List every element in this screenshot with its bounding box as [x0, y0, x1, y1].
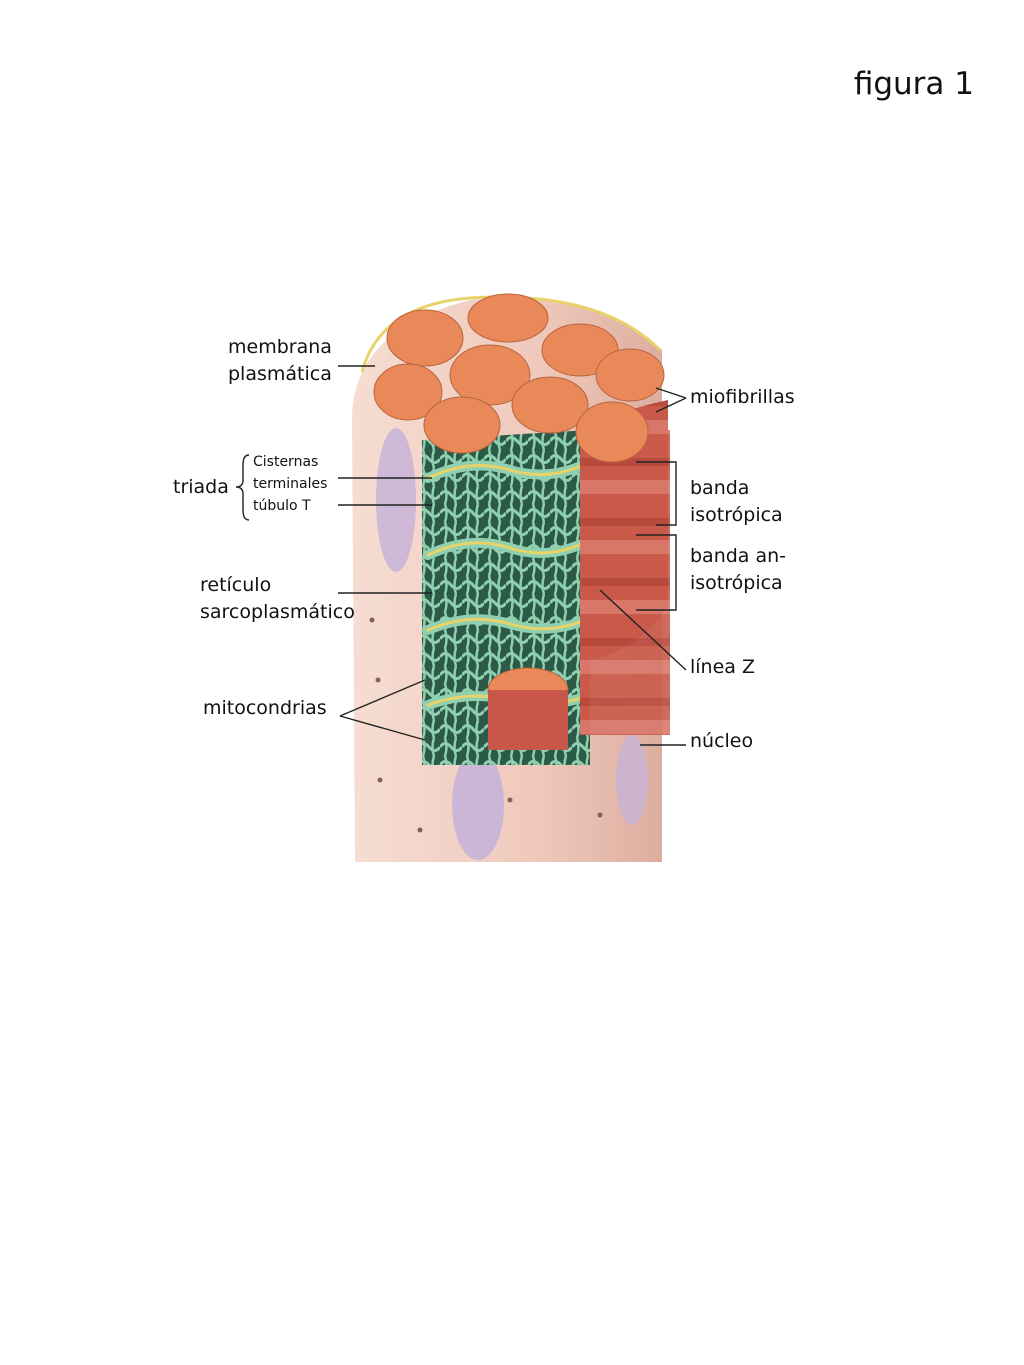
label-banda-isotropica: banda isotrópica: [690, 477, 783, 526]
fiber-pores: [369, 617, 603, 833]
triad-brace: [235, 454, 250, 521]
nucleus-1: [376, 428, 416, 572]
label-nucleo: núcleo: [690, 730, 754, 752]
label-cisternas: Cisternas terminales túbulo T: [253, 454, 328, 514]
myofibril-side-column: [580, 430, 670, 735]
label-linea-z: línea Z: [690, 656, 755, 678]
label-miofibrillas: miofibrillas: [690, 386, 795, 408]
label-triada: triada: [173, 476, 229, 498]
label-banda-anisotropica: banda an- isotrópica: [690, 545, 787, 594]
label-mitocondrias: mitocondrias: [203, 697, 327, 719]
label-reticulo: retículo sarcoplasmático: [200, 574, 355, 623]
leader-lines: [338, 365, 687, 746]
figure-title: figura 1: [853, 66, 974, 102]
plasma-membrane-rim: [360, 295, 662, 373]
nucleus-2: [452, 750, 504, 860]
myofibril-inner: [488, 690, 568, 750]
label-membrana: membrana plasmática: [228, 336, 332, 385]
nucleus-3: [616, 735, 648, 825]
